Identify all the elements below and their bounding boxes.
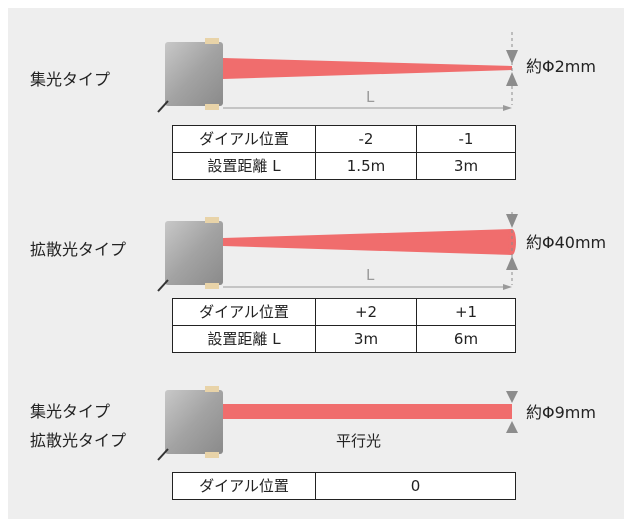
table-cell: +2 [315, 298, 417, 326]
type-label: 集光タイプ [30, 70, 111, 89]
table-cell: 1.5m [315, 152, 417, 180]
table-cell: 設置距離 L [172, 152, 316, 180]
type-label: 集光タイプ [30, 402, 111, 421]
type-label: 拡散光タイプ [30, 240, 127, 259]
distance-symbol: L [366, 266, 375, 284]
table-row: ダイアル位置 +2 +1 [172, 298, 516, 326]
table-cell: -2 [315, 125, 417, 153]
spot-size-arrows [506, 391, 518, 433]
type-label: 拡散光タイプ [30, 431, 127, 450]
spec-table: ダイアル位置 -2 -1 設置距離 L 1.5m 3m [172, 125, 516, 180]
table-cell: 3m [416, 152, 516, 180]
distance-dimension [223, 105, 512, 111]
focused-beam [223, 58, 512, 79]
table-row: 設置距離 L 1.5m 3m [172, 152, 516, 180]
table-cell: ダイアル位置 [172, 125, 316, 153]
distance-dimension [223, 284, 512, 290]
parallel-beam [223, 404, 512, 419]
sensor-icon [157, 38, 223, 113]
table-cell: 3m [315, 325, 417, 353]
table-cell: ダイアル位置 [172, 472, 316, 500]
table-cell: -1 [416, 125, 516, 153]
table-cell: +1 [416, 298, 516, 326]
distance-symbol: L [366, 88, 375, 106]
sensor-icon [157, 217, 223, 292]
beam-note: 平行光 [336, 432, 382, 450]
table-row: 設置距離 L 3m 6m [172, 325, 516, 353]
table-row: ダイアル位置 -2 -1 [172, 125, 516, 153]
spot-size-label: 約Φ40mm [526, 233, 607, 252]
diffuse-beam [223, 229, 512, 255]
table-cell: 6m [416, 325, 516, 353]
table-cell: 0 [315, 472, 516, 500]
background-panel [8, 8, 624, 519]
table-cell: ダイアル位置 [172, 298, 316, 326]
spot-size-label: 約Φ9mm [526, 403, 596, 422]
spot-size-arrows [506, 212, 518, 285]
spot-size-label: 約Φ2mm [526, 57, 596, 76]
spec-table: ダイアル位置 +2 +1 設置距離 L 3m 6m [172, 298, 516, 353]
sensor-icon [157, 386, 223, 461]
spot-size-arrows [506, 32, 518, 105]
spec-table: ダイアル位置 0 [172, 472, 516, 500]
table-cell: 設置距離 L [172, 325, 316, 353]
table-row: ダイアル位置 0 [172, 472, 516, 500]
